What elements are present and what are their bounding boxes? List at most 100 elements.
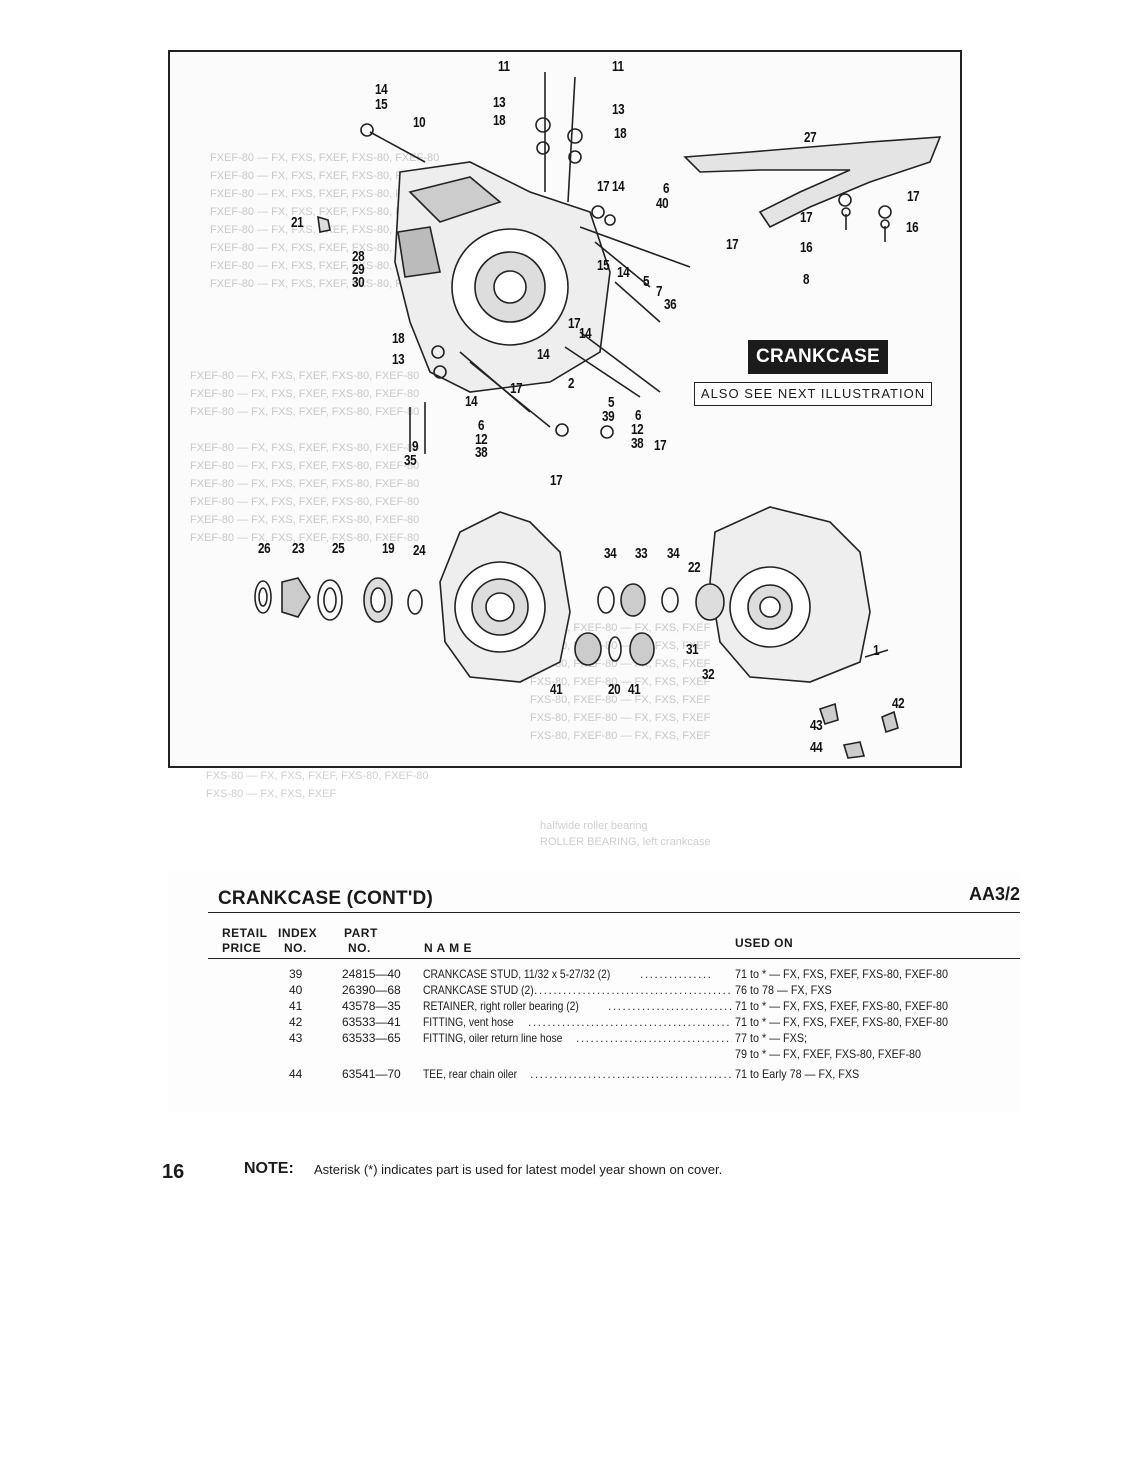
callout: 26 xyxy=(258,540,271,557)
callout: 43 xyxy=(810,717,823,734)
callout: 34 xyxy=(667,545,680,562)
used-on: 77 to * — FXS; xyxy=(735,1031,808,1045)
part-name: TEE, rear chain oiler xyxy=(423,1067,518,1081)
used-on: 79 to * — FX, FXEF, FXS-80, FXEF-80 xyxy=(735,1047,922,1061)
callout: 17 xyxy=(568,315,581,332)
callout: 15 xyxy=(375,96,388,113)
callout: 19 xyxy=(382,540,395,557)
table-row: 42 63533—41 FITTING, vent hose .........… xyxy=(168,1014,1020,1030)
used-on: 71 to * — FX, FXS, FXEF, FXS-80, FXEF-80 xyxy=(735,999,949,1013)
callout: 24 xyxy=(413,542,426,559)
part-name: CRANKCASE STUD (2) xyxy=(423,983,534,997)
callout: 18 xyxy=(493,112,506,129)
callout: 30 xyxy=(352,274,365,291)
table-row: 39 24815—40 CRANKCASE STUD, 11/32 x 5-27… xyxy=(168,966,1020,982)
callout: 20 xyxy=(608,681,621,698)
callout: 17 xyxy=(597,178,610,195)
leader-dots: ........................................… xyxy=(530,1067,732,1081)
callout: 1 xyxy=(873,642,880,659)
callout: 17 xyxy=(800,209,813,226)
header-name: N A M E xyxy=(424,941,472,955)
callout: 27 xyxy=(804,129,817,146)
callout: 14 xyxy=(465,393,478,410)
callout: 12 xyxy=(475,431,488,448)
note-label: NOTE: xyxy=(244,1160,294,1177)
leader-dots: ........................... xyxy=(608,999,732,1013)
callout: 21 xyxy=(291,214,304,231)
leader-dots: ........................................… xyxy=(534,983,732,997)
header-used-on: USED ON xyxy=(735,936,794,950)
part-no: 63541—70 xyxy=(342,1067,401,1081)
title-rule xyxy=(208,912,1020,913)
callout: 36 xyxy=(664,296,677,313)
part-no: 63533—65 xyxy=(342,1031,401,1045)
part-no: 43578—35 xyxy=(342,999,401,1013)
callout: 11 xyxy=(498,58,510,75)
callout: 11 xyxy=(612,58,624,75)
part-name: FITTING, vent hose xyxy=(423,1015,514,1029)
index-no: 40 xyxy=(289,983,303,997)
callout: 41 xyxy=(628,681,641,698)
callout: 13 xyxy=(493,94,506,111)
callout: 17 xyxy=(907,188,920,205)
see-next-illustration-box: ALSO SEE NEXT ILLUSTRATION xyxy=(694,382,932,406)
table-row: 40 26390—68 CRANKCASE STUD (2) .........… xyxy=(168,982,1020,998)
callout: 35 xyxy=(404,452,417,469)
callout: 17 xyxy=(550,472,563,489)
callout: 39 xyxy=(602,408,615,425)
callout: 34 xyxy=(604,545,617,562)
leader-dots: ............... xyxy=(640,967,713,981)
callout: 17 xyxy=(654,437,667,454)
page-code: AA3/2 xyxy=(968,884,1020,904)
callout: 28 xyxy=(352,248,365,265)
callout: 14 xyxy=(617,264,630,281)
callout: 14 xyxy=(579,325,592,342)
table-row-continuation: 79 to * — FX, FXEF, FXS-80, FXEF-80 xyxy=(168,1046,1020,1062)
callout: 13 xyxy=(392,351,405,368)
index-no: 43 xyxy=(289,1031,303,1045)
callout: 5 xyxy=(608,394,615,411)
note-text: Asterisk (*) indicates part is used for … xyxy=(314,1162,723,1177)
part-name: RETAINER, right roller bearing (2) xyxy=(423,999,579,1013)
crankcase-badge: CRANKCASE xyxy=(748,340,888,374)
callout: 42 xyxy=(892,695,905,712)
callout: 8 xyxy=(803,271,810,288)
index-no: 42 xyxy=(289,1015,303,1029)
callout: 44 xyxy=(810,739,823,756)
callout: 5 xyxy=(643,273,650,290)
leader-dots: ........................................… xyxy=(528,1015,732,1029)
table-row: 41 43578—35 RETAINER, right roller beari… xyxy=(168,998,1020,1014)
callout: 32 xyxy=(702,666,715,683)
section-title: CRANKCASE (CONT'D) xyxy=(218,888,433,909)
callout: 17 xyxy=(510,380,523,397)
callout: 22 xyxy=(688,559,701,576)
index-no: 39 xyxy=(289,967,303,981)
header-rule xyxy=(208,958,1020,959)
part-name: FITTING, oiler return line hose xyxy=(423,1031,563,1045)
callout: 16 xyxy=(906,219,919,236)
callout: 10 xyxy=(413,114,426,131)
callout: 25 xyxy=(332,540,345,557)
used-on: 71 to * — FX, FXS, FXEF, FXS-80, FXEF-80 xyxy=(735,967,949,981)
callout: 18 xyxy=(614,125,627,142)
callout: 16 xyxy=(800,239,813,256)
callout: 2 xyxy=(568,375,575,392)
used-on: 71 to * — FX, FXS, FXEF, FXS-80, FXEF-80 xyxy=(735,1015,949,1029)
part-no: 24815—40 xyxy=(342,967,401,981)
callout: 18 xyxy=(392,330,405,347)
callout: 12 xyxy=(631,421,644,438)
index-no: 41 xyxy=(289,999,303,1013)
callout: 7 xyxy=(656,283,663,300)
callout: 40 xyxy=(656,195,669,212)
index-no: 44 xyxy=(289,1067,303,1081)
leader-dots: .................................. xyxy=(576,1031,732,1045)
callout: 13 xyxy=(612,101,625,118)
callout: 41 xyxy=(550,681,563,698)
table-row: 44 63541—70 TEE, rear chain oiler ......… xyxy=(168,1066,1020,1082)
callout: 9 xyxy=(412,438,419,455)
